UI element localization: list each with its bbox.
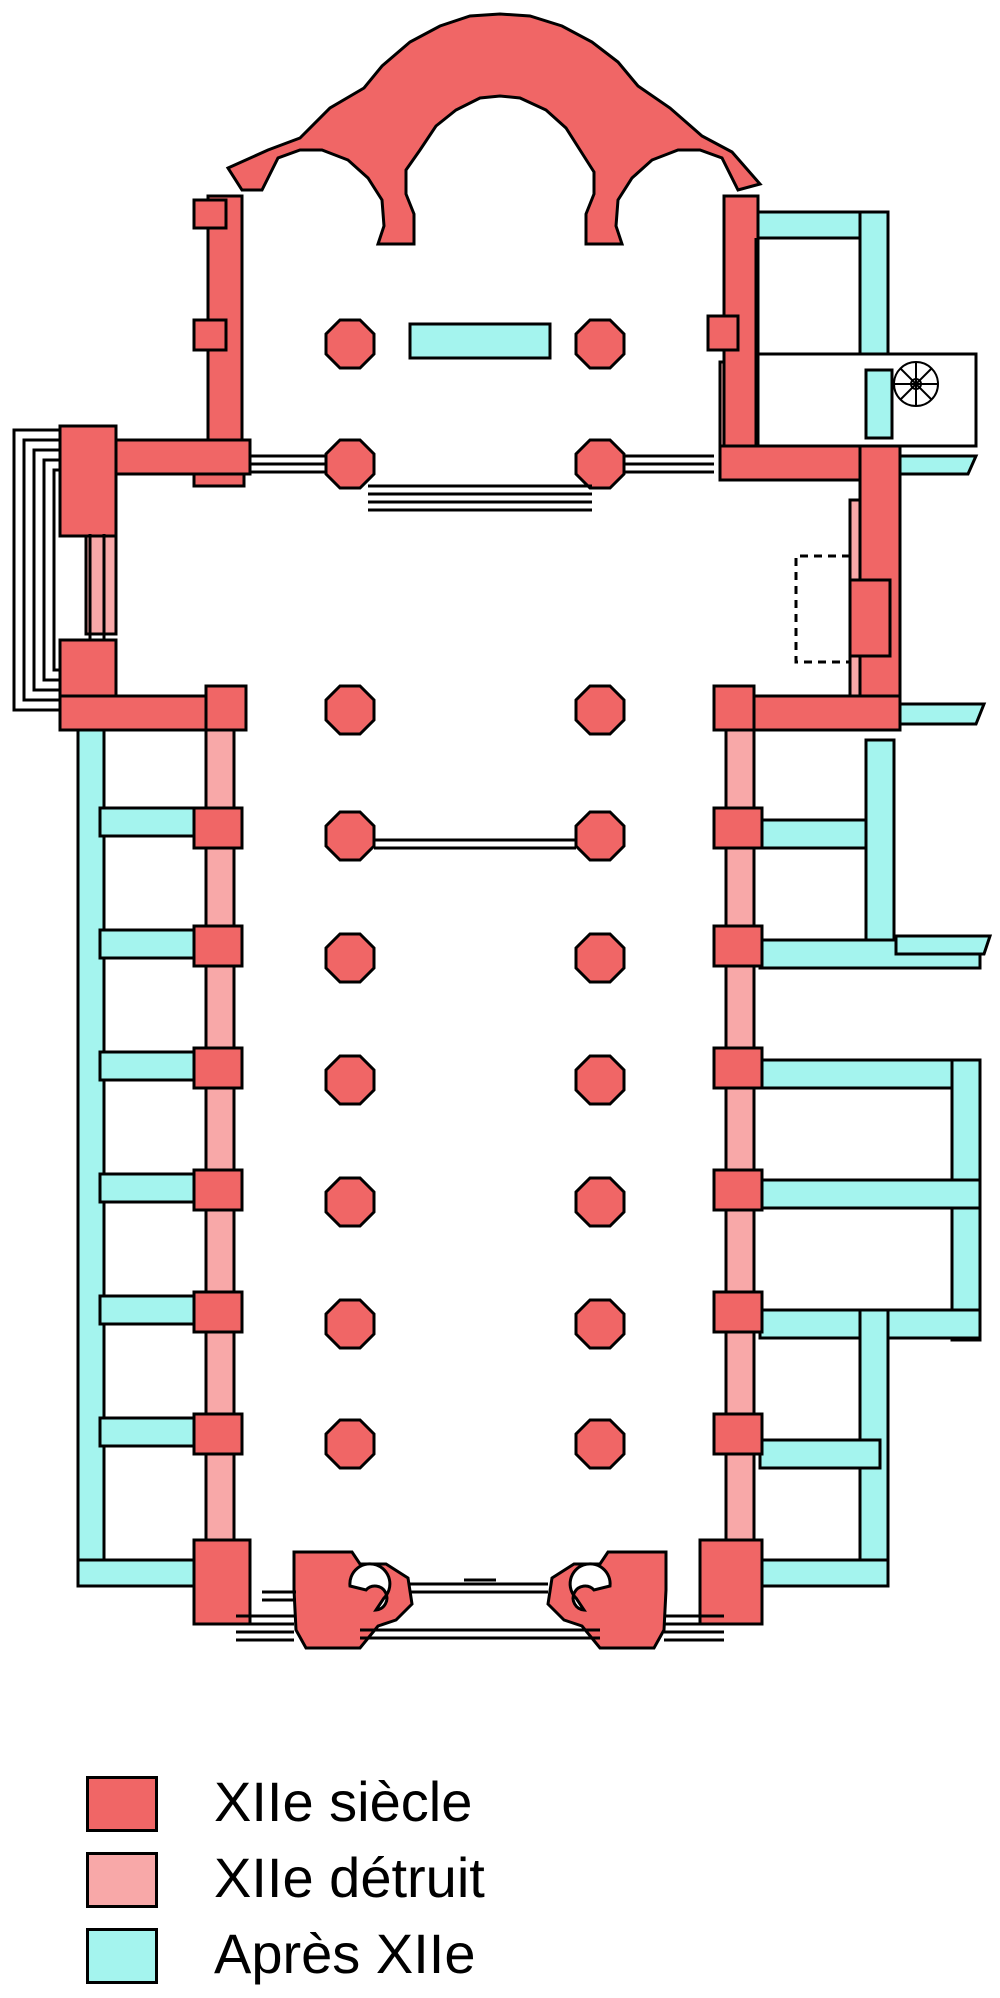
legend-swatch [86,1852,158,1908]
steps-and-lines [12,238,978,1642]
legend-label: XIIe siècle [214,1770,473,1833]
legend-label: XIIe détruit [214,1846,485,1909]
legend-label: Après XIIe [214,1922,476,1985]
portal-niches [348,1562,612,1612]
legend-swatch [86,1928,158,1984]
spiral-stair [893,361,939,407]
legend-swatch [86,1776,158,1832]
apres-xiie-walls [76,210,993,1588]
nave-piers [324,318,626,1470]
xiie-siecle-walls [58,12,902,1650]
church-floor-plan [12,12,993,1650]
